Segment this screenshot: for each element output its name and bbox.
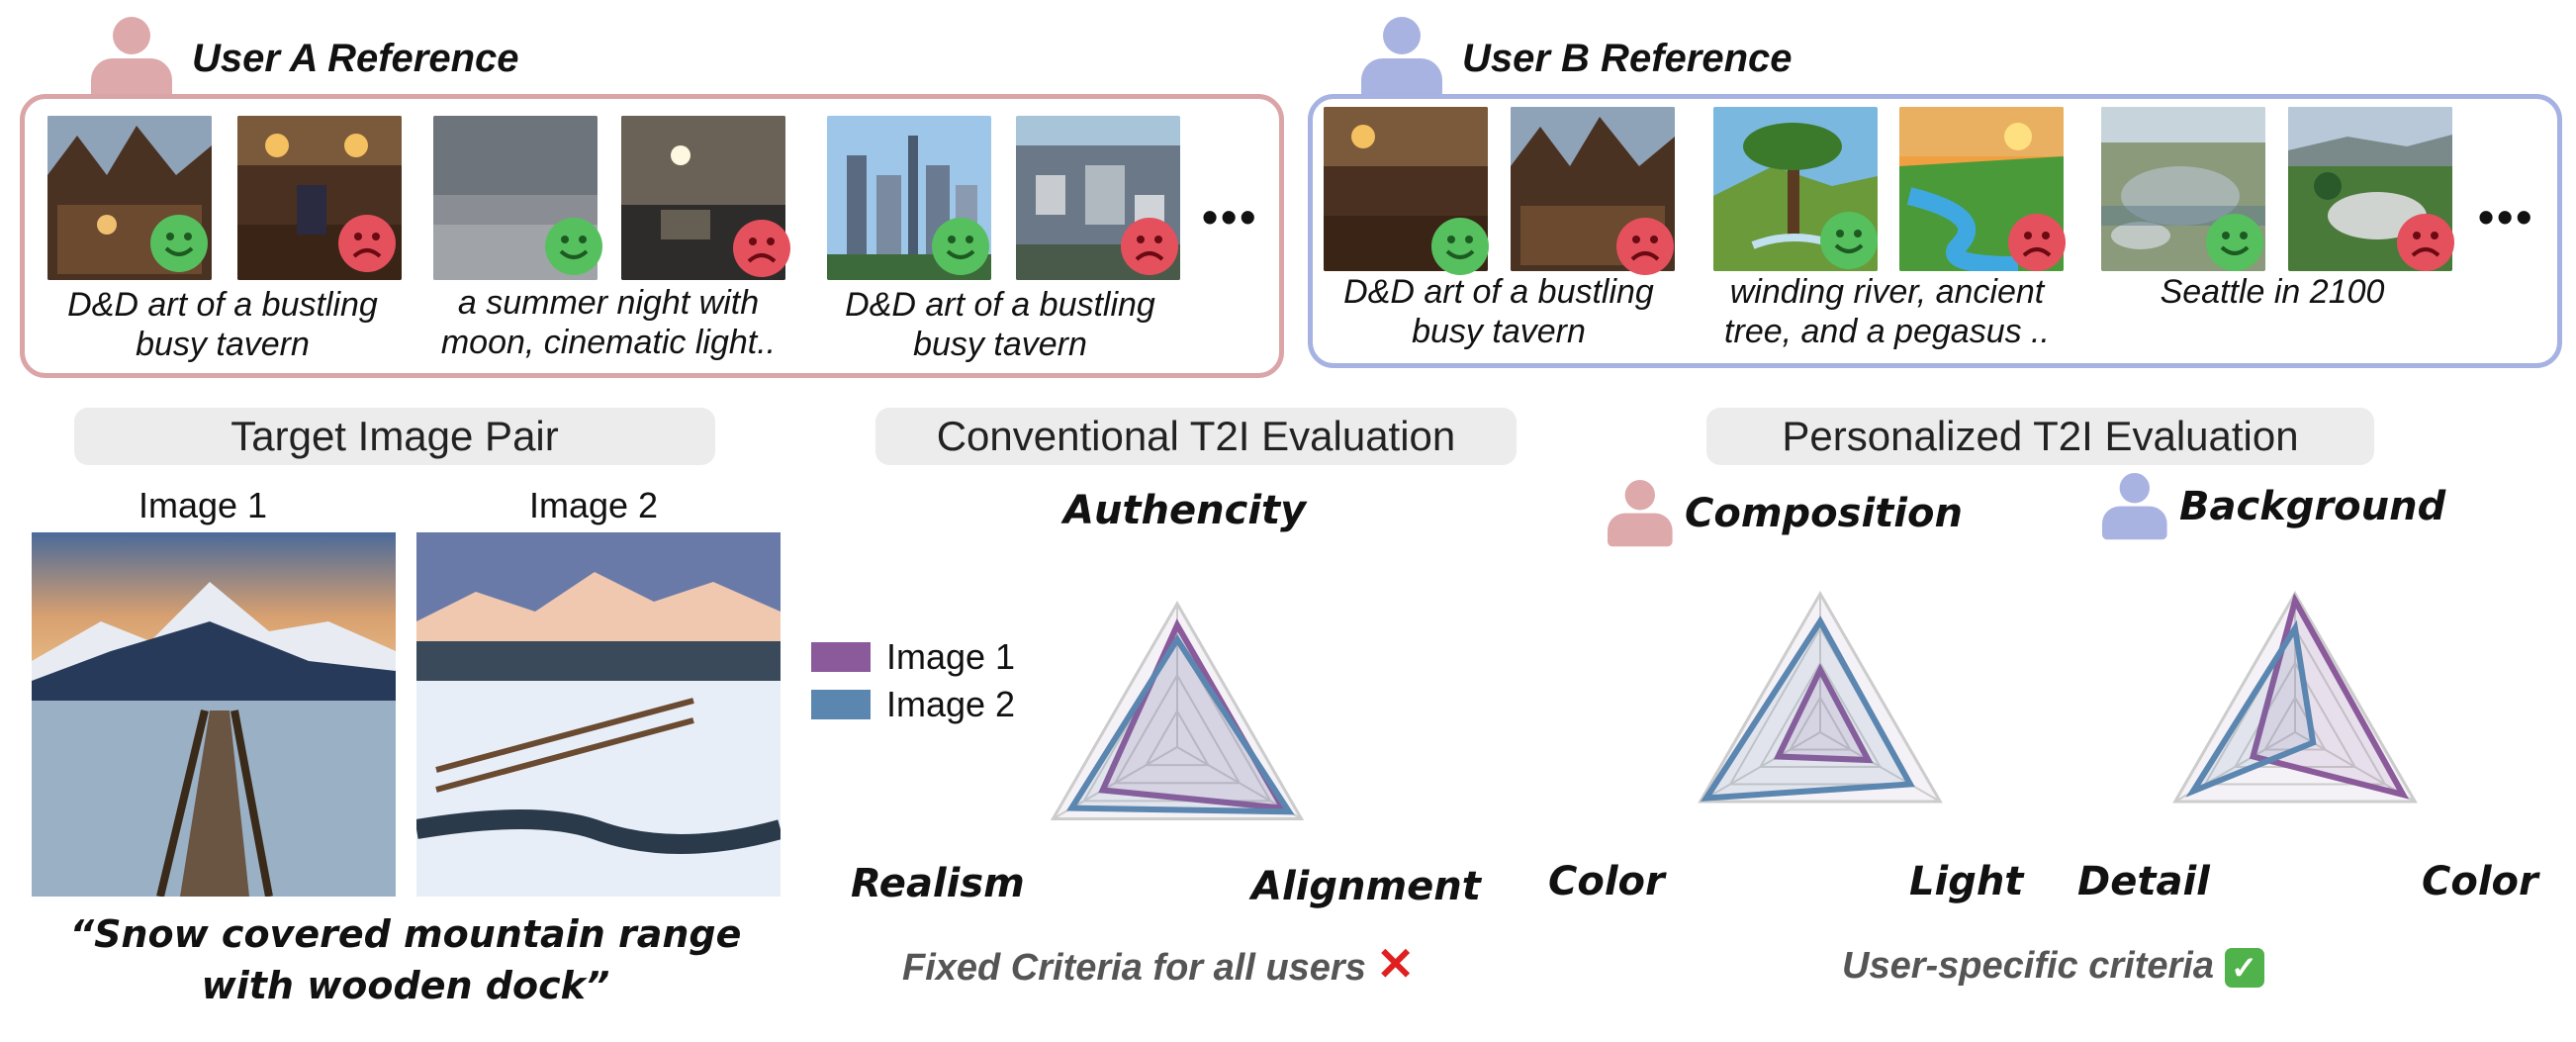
legend-swatch-image-1	[811, 642, 871, 672]
radar-axis-spoke	[1819, 731, 1941, 803]
personalized-note-text: User-specific criteria	[1842, 945, 2214, 987]
axis-label-authencity: Authencity	[1063, 488, 1307, 533]
user-b-caption-2: winding river, ancient tree, and a pegas…	[1724, 273, 2050, 350]
user-b-person-icon	[1361, 17, 1442, 100]
user-b-caption-3: Seattle in 2100	[2160, 273, 2385, 311]
image-2-label: Image 2	[529, 485, 659, 525]
happy-face-icon	[545, 218, 602, 275]
radar-chart-conventional	[1050, 600, 1305, 820]
axis-label-color-b: Color	[2422, 859, 2538, 904]
radar-axis-spoke	[1700, 731, 1821, 803]
user-a-header: User A Reference	[91, 17, 519, 100]
axis-label-light: Light	[1909, 859, 2024, 904]
happy-face-icon	[1431, 218, 1489, 275]
personalized-note: User-specific criteria ✓	[1842, 945, 2264, 988]
happy-face-icon	[932, 218, 989, 275]
radar-grid-ring	[2203, 625, 2387, 786]
user-a-caption-3: D&D art of a bustling busy tavern	[845, 286, 1155, 363]
user-a-caption-1: D&D art of a bustling busy tavern	[67, 286, 378, 363]
radar-grid-ring	[1788, 695, 1853, 751]
happy-face-icon	[2206, 214, 2263, 271]
radar-series-2	[1701, 616, 1915, 802]
legend-swatch-image-2	[811, 690, 871, 719]
legend: Image 1 Image 2	[811, 633, 1015, 728]
target-prompt: “Snow covered mountain range with wooden…	[69, 912, 742, 1007]
user-b-person-icon	[2102, 473, 2167, 540]
user-b-title: User B Reference	[1462, 36, 1793, 80]
composition-header: Composition	[1608, 480, 1963, 547]
axis-label-detail: Detail	[2077, 859, 2210, 904]
radar-chart-background	[2172, 590, 2418, 804]
cross-icon: ✕	[1376, 938, 1415, 990]
sad-face-icon	[2008, 214, 2066, 271]
sad-face-icon	[1616, 218, 1674, 275]
legend-label-image-1: Image 1	[886, 636, 1016, 677]
happy-face-icon	[150, 215, 208, 272]
target-image-pair-heading: Target Image Pair	[74, 408, 715, 465]
user-b-header: User B Reference	[1361, 17, 1793, 100]
sad-face-icon	[2397, 214, 2454, 271]
user-b-caption-1: D&D art of a bustling busy tavern	[1343, 273, 1654, 350]
user-a-caption-2: a summer night with moon, cinematic ligh…	[440, 284, 777, 361]
user-a-person-icon	[1608, 480, 1673, 547]
radar-series-2	[1065, 633, 1295, 815]
radar-series-1	[2249, 593, 2410, 800]
radar-grid-ring	[1113, 673, 1242, 785]
axis-label-alignment: Alignment	[1251, 864, 1481, 909]
conventional-note: Fixed Criteria for all users ✕	[902, 937, 1415, 991]
sad-face-icon	[338, 215, 396, 272]
target-image-1	[32, 532, 396, 897]
legend-item-image-2: Image 2	[811, 681, 1015, 728]
radar-grid-ring	[1082, 637, 1272, 803]
legend-item-image-1: Image 1	[811, 633, 1015, 681]
sad-face-icon	[733, 220, 790, 277]
user-b-more-indicator: •••	[2478, 191, 2535, 242]
image-1-label: Image 1	[138, 485, 268, 525]
sad-face-icon	[1121, 218, 1178, 275]
legend-label-image-2: Image 2	[886, 684, 1016, 724]
background-header: Background	[2102, 473, 2445, 540]
radar-series-2	[2185, 619, 2317, 798]
radar-grid-ring	[1144, 709, 1211, 767]
radar-series-1	[1773, 663, 1874, 764]
user-a-person-icon	[91, 17, 172, 100]
user-a-title: User A Reference	[192, 36, 519, 80]
user-a-night-image-2	[621, 116, 785, 280]
personalized-eval-heading: Personalized T2I Evaluation	[1706, 408, 2374, 465]
check-icon: ✓	[2224, 947, 2264, 988]
radar-chart-composition	[1698, 590, 1943, 804]
conventional-note-text: Fixed Criteria for all users	[902, 947, 1366, 989]
happy-face-icon	[1820, 212, 1878, 269]
conventional-eval-heading: Conventional T2I Evaluation	[875, 408, 1517, 465]
axis-label-realism: Realism	[851, 861, 1025, 906]
user-a-night-image-1	[433, 116, 598, 280]
target-image-2	[416, 532, 781, 897]
user-a-more-indicator: •••	[1202, 191, 1259, 242]
user-a-tavern-image-2	[237, 116, 402, 280]
user-b-tavern-image-2	[1511, 107, 1675, 271]
radar-grid-ring	[1758, 660, 1883, 768]
axis-label-background: Background	[2179, 484, 2446, 529]
axis-label-composition: Composition	[1685, 491, 1963, 536]
axis-label-color-a: Color	[1548, 859, 1665, 904]
